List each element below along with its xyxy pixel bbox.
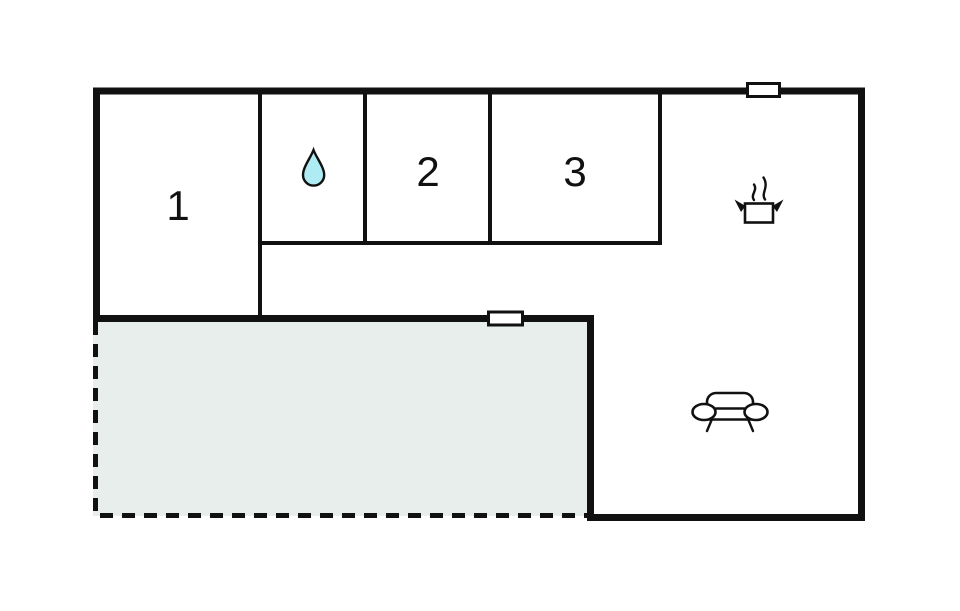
room-3-label: 3 xyxy=(563,148,586,195)
sofa-armrest-left xyxy=(691,402,717,422)
window-top-wall xyxy=(746,82,781,98)
cooking-pot-icon xyxy=(734,176,784,224)
room-2-label: 2 xyxy=(416,148,439,195)
pot-handle-left xyxy=(734,199,746,212)
interior-walls xyxy=(258,94,662,316)
sofa-armrest-right xyxy=(743,402,769,422)
steam-line-right xyxy=(762,176,767,201)
water-droplet-icon xyxy=(301,146,326,187)
sofa-leg-left xyxy=(705,417,714,433)
window-terrace-wall xyxy=(487,310,524,327)
terrace-area xyxy=(93,320,588,516)
sofa-icon xyxy=(691,391,769,433)
room-1-label: 1 xyxy=(166,182,189,229)
sofa-leg-right xyxy=(746,417,755,433)
exterior-walls xyxy=(93,87,865,521)
pot-body xyxy=(743,202,775,224)
steam-line-left xyxy=(751,183,757,202)
pot-handle-right xyxy=(772,199,784,212)
